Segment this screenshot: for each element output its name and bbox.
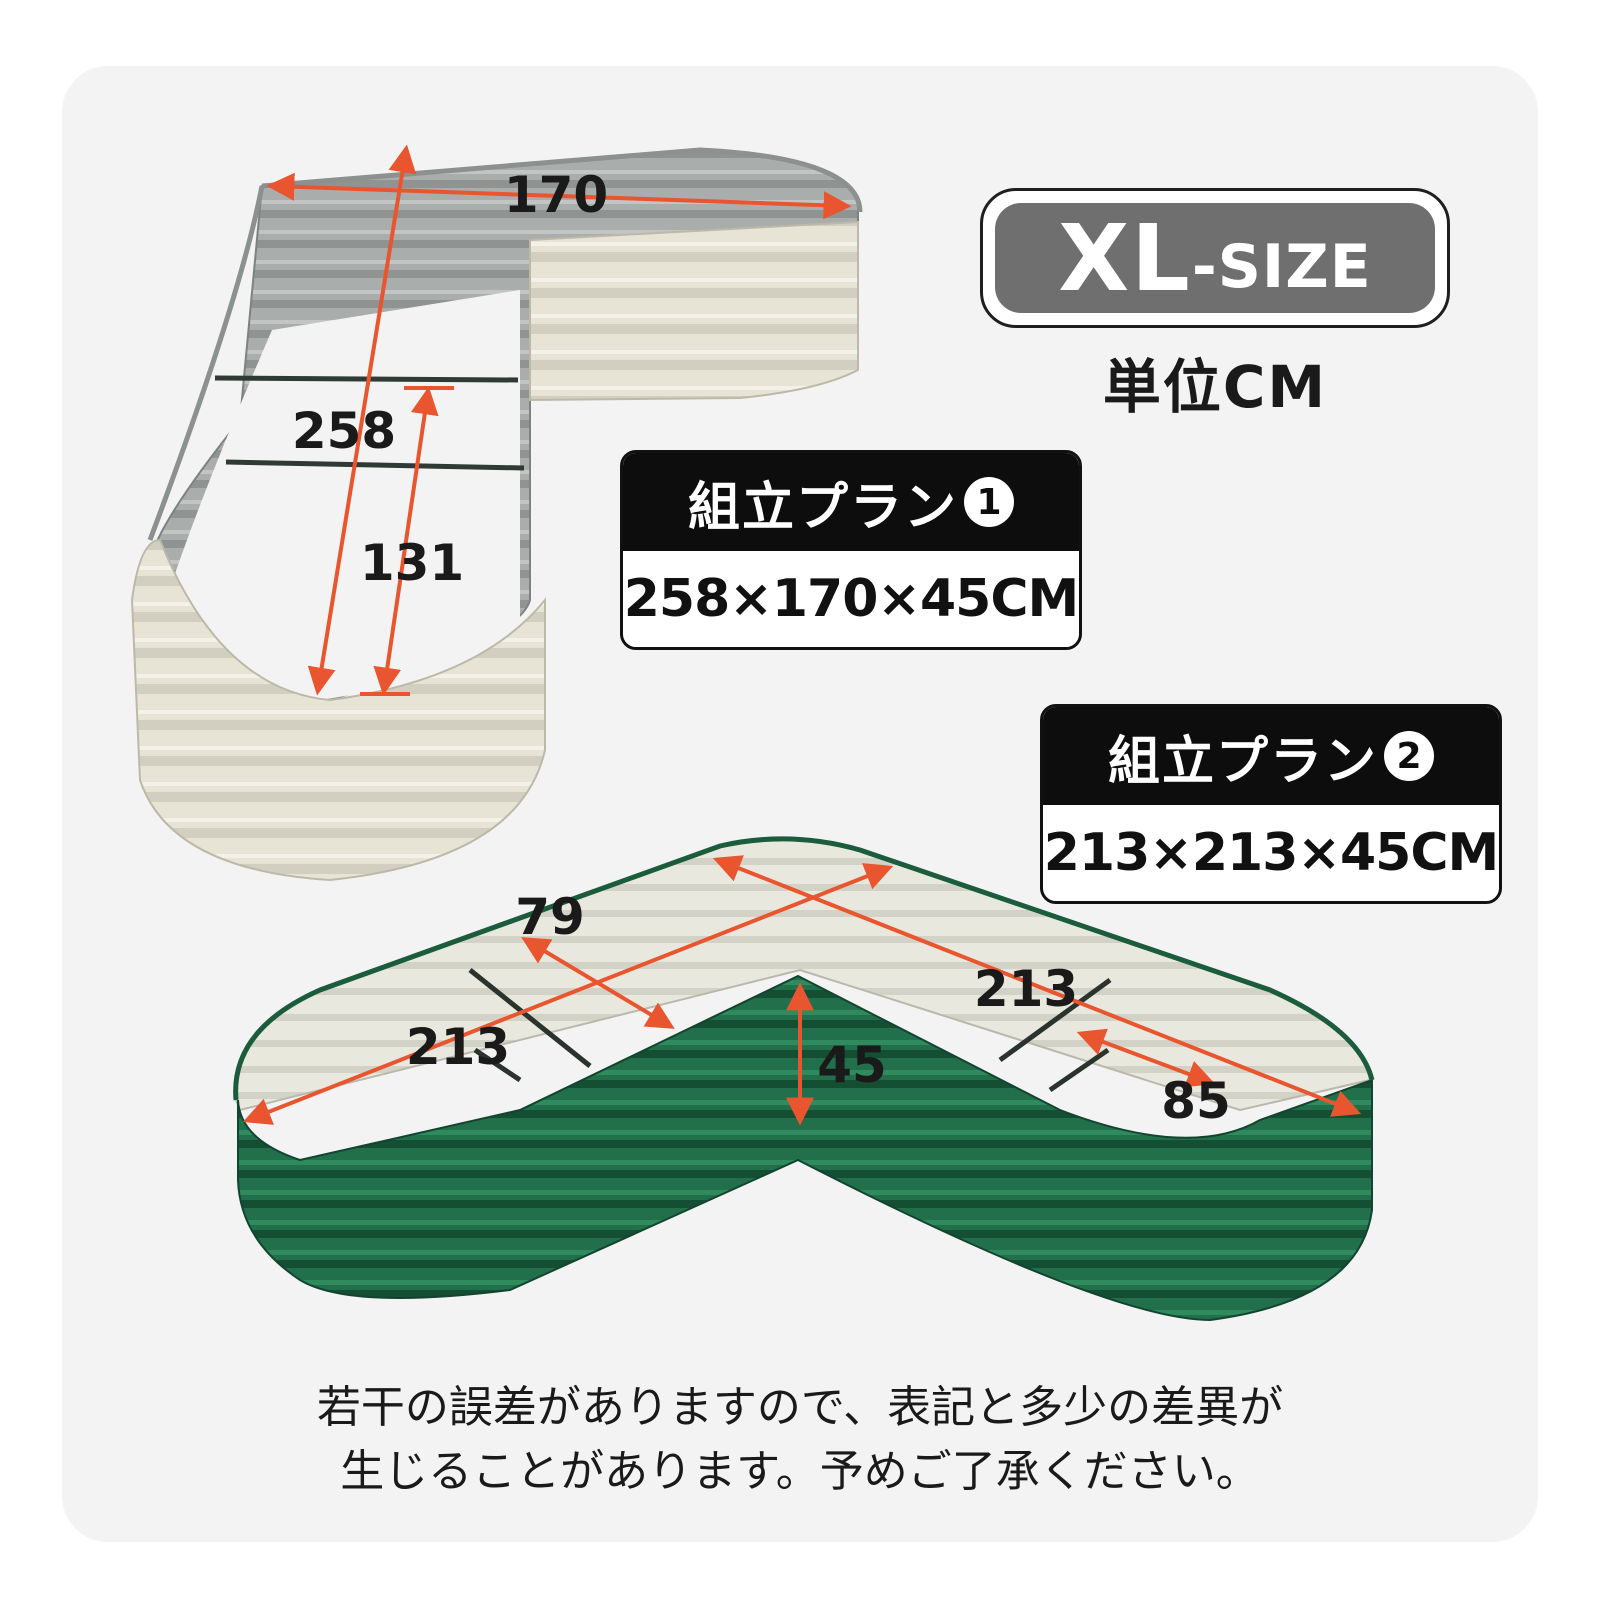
label-213-left: 213 [406,1018,510,1076]
plan1-number-badge: 1 [964,477,1014,527]
unit-label: 単位CM [1102,353,1328,421]
plan2-title: 組立プラン 2 [1043,707,1499,805]
disclaimer-line-2: 生じることがあります。予めご了承ください。 [340,1446,1260,1497]
disclaimer-note: 若干の誤差がありますので、表記と多少の差異が 生じることがあります。予めご了承く… [100,1376,1500,1504]
label-213-right: 213 [974,960,1078,1018]
size-badge: XL -SIZE [980,188,1450,328]
plan1-box: 組立プラン 1 258×170×45CM [620,450,1082,650]
label-131: 131 [360,534,464,592]
label-170: 170 [504,166,608,224]
size-badge-fill: XL -SIZE [995,203,1435,313]
size-main-text: XL [1058,204,1192,312]
disclaimer-line-1: 若干の誤差がありますので、表記と多少の差異が [316,1382,1284,1433]
size-suffix-text: -SIZE [1191,232,1372,302]
plan2-dimensions: 213×213×45CM [1043,823,1499,883]
label-45: 45 [817,1036,887,1094]
plan1-title: 組立プラン 1 [623,453,1079,551]
plan2-number-badge: 2 [1384,731,1434,781]
bed2-dimension-arrows [242,855,1362,1126]
plan1-title-text: 組立プラン [687,477,958,538]
plan2-title-text: 組立プラン [1107,731,1378,792]
plan1-dimensions: 258×170×45CM [623,569,1079,629]
label-85: 85 [1161,1072,1231,1130]
label-258: 258 [292,402,396,460]
plan2-box: 組立プラン 2 213×213×45CM [1040,704,1502,904]
bed1-dimension-arrows [266,144,852,696]
label-79: 79 [515,888,585,946]
